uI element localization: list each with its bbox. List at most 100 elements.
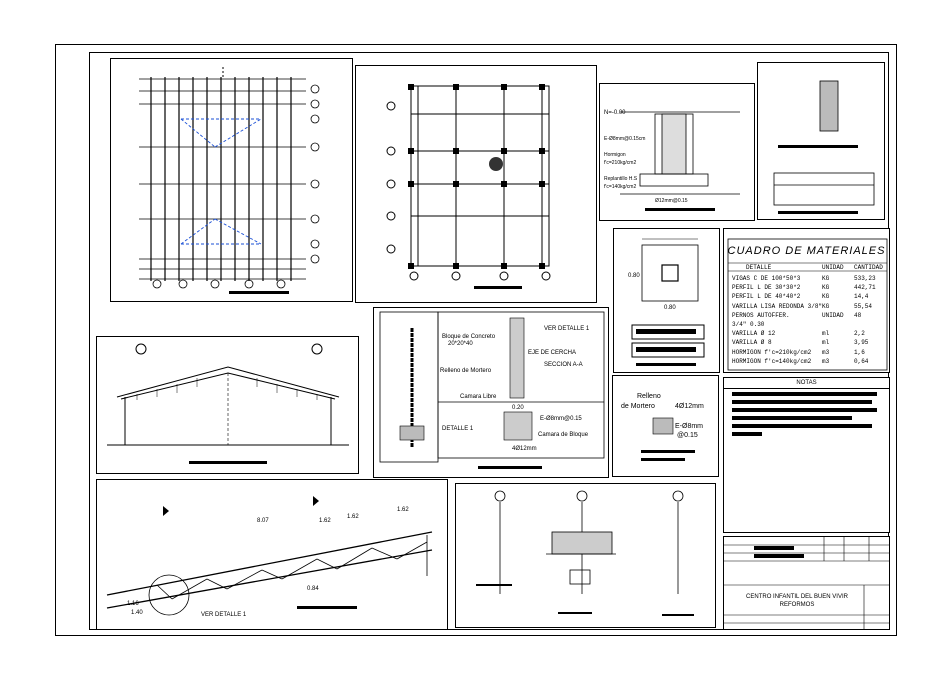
detail-1-label: DETALLE 1 [442,426,474,432]
dim-162-c: 1.62 [397,507,409,513]
elevation-drawing [107,343,349,464]
roof-plan-drawing [139,67,320,294]
spacing-label: @0.15 [677,432,698,439]
dim-084: 0.84 [307,586,319,592]
ver-detalle-label: VER DETALLE 1 [544,326,590,332]
project-title: CENTRO INFANTIL DEL BUEN VIVIR [746,594,848,600]
materials-row: PERFIL L DE 30*30*2 KG 442,71 [730,284,885,292]
section-label: SECCION A-A [544,362,583,368]
dim-162-a: 1.62 [319,518,331,524]
materials-table-panel: CUADRO DE MATERIALES DETALLE UNIDAD CANT… [723,228,890,373]
mortar-label: de Mortero [621,403,655,410]
concrete-strength-label: f'c=210kg/cm2 [604,160,636,166]
material-name: VARILLA Ø 12 [732,330,776,338]
reinforcement-section-drawing: Relleno de Mortero 4Ø12mm E-Ø8mm @0.15 [621,393,704,461]
material-qty: 0,64 [854,357,869,365]
header-unidad: UNIDAD [822,264,844,271]
material-unit: ml [822,339,830,347]
materials-row: PERFIL L DE 40*40*2 KG 14,4 [730,293,885,301]
title-block: CENTRO INFANTIL DEL BUEN VIVIR REFORMOS [723,536,890,630]
dim-807: 8.07 [257,518,269,524]
connection-details-panel [455,483,716,628]
materials-row: PERNOS AUTOFFER. UNIDAD 48 [730,312,885,320]
materials-row: VARILLA LISA REDONDA 3/8"KG 55,54 [730,303,885,311]
block-dim-label: 20*20*40 [448,341,473,347]
material-unit: m3 [822,357,830,365]
materials-header-row: DETALLE UNIDAD CANTIDAD [730,264,885,271]
dim-162-b: 1.62 [347,514,359,520]
column-dim-vertical: 0.80 [628,273,640,279]
material-unit: m3 [822,348,830,356]
materials-row: 3/4" 0.30 [730,321,885,329]
title-block-grid [724,537,889,629]
material-name: HORMIGON f'c=210kg/cm2 [732,348,812,356]
material-name: 3/4" 0.30 [732,321,765,328]
block-label: Bloque de Concreto [442,334,496,340]
materials-row: VARILLA Ø 8 ml 3,95 [730,339,885,347]
block-wall-detail-drawing [773,80,875,214]
blinding-label: Replantillo H.S [604,176,638,182]
column-detail-panel: VER DETALLE 1 Bloque de Concreto 20*20*4… [373,307,609,478]
material-qty: 14,4 [854,293,869,301]
drawing-sheet-border [55,44,897,636]
column-dim-horizontal: 0.80 [664,305,676,311]
materials-row: VIGAS C DE 100*50*3 KG 533,23 [730,275,885,283]
block-chamber-label: Camara de Bloque [538,432,589,438]
reinforcement-section-panel: Relleno de Mortero 4Ø12mm E-Ø8mm @0.15 [612,375,719,477]
stirrup-label: E-Ø8mm@0.15 [540,416,582,422]
project-subtitle: REFORMOS [779,602,815,608]
footing-detail-panel: N=-0.00 E-Ø8mm@0.15cm Hormigon f'c=210kg… [599,83,755,221]
material-unit: KG [822,302,830,310]
material-name: PERNOS AUTOFFER. [732,311,790,319]
column-detail-drawing: VER DETALLE 1 Bloque de Concreto 20*20*4… [379,311,605,469]
header-cantidad: CANTIDAD [854,264,883,271]
material-unit: KG [822,284,830,292]
material-unit: ml [822,330,830,338]
column-base-detail-panel: 0.80 0.80 [613,228,720,373]
blinding-strength-label: f'c=140kg/cm2 [604,184,636,190]
material-unit: KG [822,293,830,301]
notes-title: NOTAS [796,380,817,386]
rebar-label: E-Ø8mm@0.15cm [604,136,645,142]
header-detalle: DETALLE [746,264,772,271]
truss-axis-label: EJE DE CERCHA [528,350,576,356]
material-name: PERFIL L DE 40*40*2 [732,293,801,301]
free-chamber-label: Camara Libre [460,394,497,400]
mortar-fill-label: Relleno de Mortero [440,368,492,374]
rebar-4d12-label: 4Ø12mm [512,446,537,452]
dim-020: 0.20 [512,405,524,411]
materials-row: HORMIGON f'c=140kg/cm2 m3 0,64 [730,358,885,366]
elevation-panel [96,336,359,474]
material-name: VIGAS C DE 100*50*3 [732,275,801,282]
foundation-plan-drawing [386,84,551,289]
fill-label: Relleno [637,393,661,400]
dim-116: 1.16 [127,601,139,607]
roof-plan-panel [110,58,353,302]
foundation-plan-panel [355,65,597,303]
material-name: VARILLA Ø 8 [732,339,772,347]
material-name: PERFIL L DE 30*30*2 [732,284,801,292]
truss-detail-panel: 8.07 1.62 1.62 1.62 1.16 1.40 0.84 VER D… [96,479,448,630]
ver-detalle-truss: VER DETALLE 1 [201,612,247,618]
material-qty: 442,71 [854,284,876,292]
material-name: VARILLA LISA REDONDA 3/8" [732,302,823,310]
material-qty: 48 [854,311,862,319]
concrete-label: Hormigon [604,152,626,158]
material-qty: 533,23 [854,275,876,282]
truss-detail-drawing: 8.07 1.62 1.62 1.62 1.16 1.40 0.84 VER D… [106,496,433,618]
rebar-label-b: 4Ø12mm [675,403,704,410]
block-wall-detail-panel [757,62,885,220]
material-name: HORMIGON f'c=140kg/cm2 [732,357,812,365]
material-qty: 2,2 [854,330,865,338]
materials-title: CUADRO DE MATERIALES [727,245,886,257]
material-unit: KG [822,275,830,282]
notes-panel: NOTAS [723,377,890,533]
material-qty: 3,95 [854,339,869,347]
stirrup-label-b: E-Ø8mm [675,423,703,430]
material-unit: UNIDAD [822,311,844,319]
materials-table-grid [727,238,888,371]
material-qty: 55,54 [854,302,873,310]
column-base-detail-drawing: 0.80 0.80 [628,238,705,366]
dim-140: 1.40 [131,610,143,616]
